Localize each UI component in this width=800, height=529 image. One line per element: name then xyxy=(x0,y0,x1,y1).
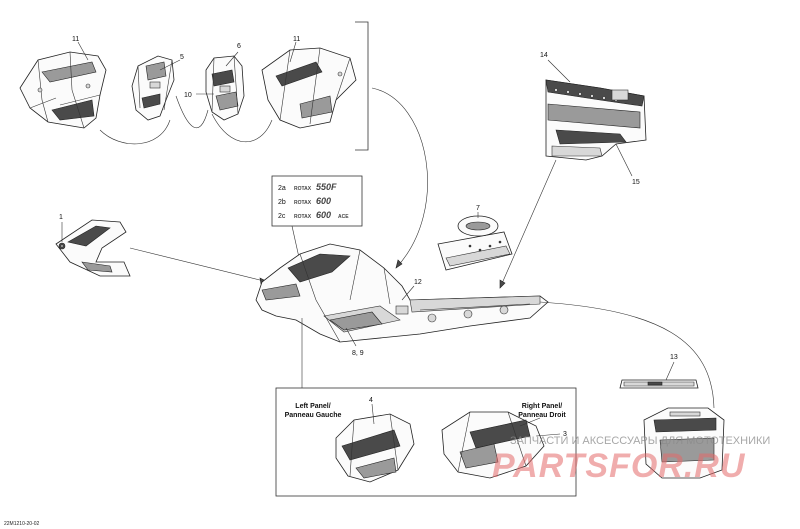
tunnel-decal-part-14-15 xyxy=(545,79,647,161)
strip-decal-part-13 xyxy=(619,379,699,389)
engine-decal-2b: ROTAX 600 xyxy=(294,196,331,206)
callout-11-right: 11 xyxy=(293,36,300,43)
svg-text:550F: 550F xyxy=(316,182,337,192)
nose-decal-part-1 xyxy=(55,219,131,277)
side-strip-decal-part-7 xyxy=(437,215,513,271)
right-panel-part-3 xyxy=(441,411,545,479)
watermark-text: ЗАПЧАСТИ И АКСЕССУАРЫ ДЛЯ МОТОТЕХНИКИ xyxy=(510,435,770,447)
callout-5: 5 xyxy=(180,54,184,61)
connector-arrow xyxy=(129,247,269,283)
svg-text:ROTAX: ROTAX xyxy=(294,186,312,192)
left-panel-label-fr: Panneau Gauche xyxy=(285,412,342,419)
svg-text:ROTAX: ROTAX xyxy=(294,200,312,206)
callout-7: 7 xyxy=(476,205,480,212)
right-panel-label-fr: Panneau Droit xyxy=(518,412,566,419)
left-panel-label-en: Left Panel/ xyxy=(295,403,330,410)
side-panel-right-part-11 xyxy=(261,47,357,129)
callout-15: 15 xyxy=(632,179,640,186)
svg-text:ROTAX: ROTAX xyxy=(294,214,312,220)
svg-text:600: 600 xyxy=(316,196,331,206)
connector-curve xyxy=(539,301,715,409)
drawing-code: 22M1210-20-02 xyxy=(4,521,40,527)
callout-1: 1 xyxy=(59,214,63,221)
callout-4: 4 xyxy=(369,397,373,404)
callout-2c: 2c xyxy=(278,213,286,220)
callout-14: 14 xyxy=(540,52,548,59)
callout-2a: 2a xyxy=(278,185,286,192)
callout-13: 13 xyxy=(670,354,678,361)
callout-11-left: 11 xyxy=(72,36,79,43)
engine-decal-2a: ROTAX 550F xyxy=(294,182,337,192)
callout-6: 6 xyxy=(237,43,241,50)
engine-decal-2c: ROTAX 600 ACE xyxy=(294,210,349,220)
callout-10: 10 xyxy=(184,92,192,99)
connector-arrow xyxy=(371,87,428,269)
callout-2b: 2b xyxy=(278,199,286,206)
svg-text:600: 600 xyxy=(316,210,331,220)
connector-curve xyxy=(175,95,209,129)
callout-8-9: 8, 9 xyxy=(352,350,364,357)
snowmobile-body xyxy=(255,243,549,343)
rear-decal-part xyxy=(643,407,725,479)
callout-12: 12 xyxy=(414,279,422,286)
inner-panel-part-6 xyxy=(205,55,245,121)
connector-curve xyxy=(211,113,273,143)
top-group-bracket xyxy=(355,21,369,151)
right-panel-label-en: Right Panel/ xyxy=(522,403,563,410)
svg-text:ACE: ACE xyxy=(338,214,349,220)
watermark-logo: PARTSFOR.RU xyxy=(492,447,746,485)
connector-curve xyxy=(99,119,171,145)
left-panel-part-4 xyxy=(335,413,415,483)
inner-panel-part-5 xyxy=(131,55,175,121)
engine-decal-box xyxy=(271,175,363,227)
callout-3: 3 xyxy=(563,431,567,438)
connector-arrow xyxy=(499,159,557,289)
side-panel-left-part-11 xyxy=(19,51,107,129)
